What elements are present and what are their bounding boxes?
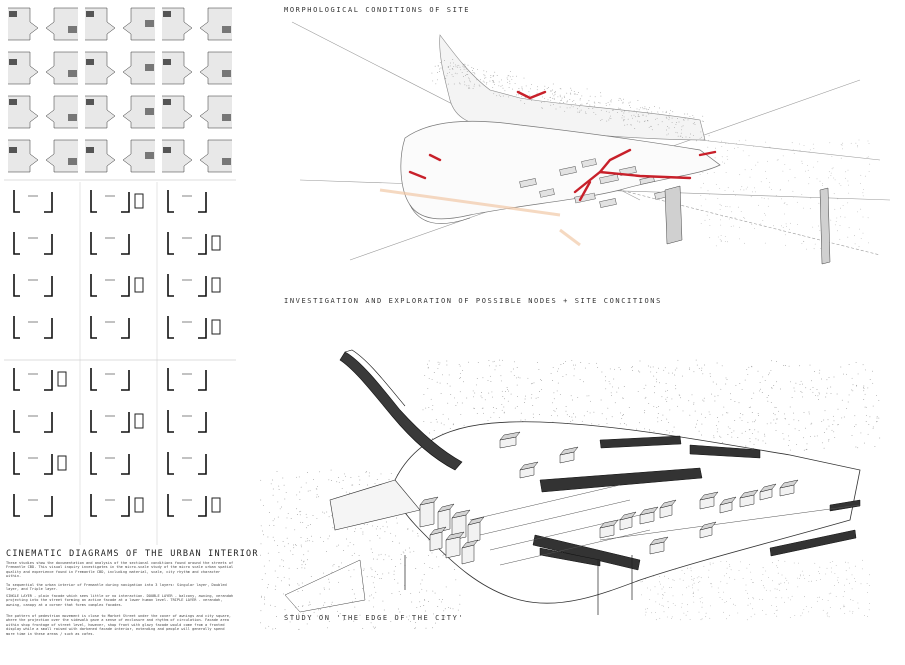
building-block (659, 504, 673, 519)
wall-plan-diagram (167, 368, 207, 391)
wall-plan-diagram (13, 494, 53, 517)
building-block (779, 484, 795, 497)
wall-plan-diagram (13, 232, 53, 255)
building-block (429, 531, 443, 552)
section-diagram-grid (4, 7, 236, 545)
street-section-thumbnail (8, 139, 78, 173)
wall-plan-diagram (167, 494, 221, 517)
river-stipple (439, 34, 706, 141)
edge-study-caption: STUDY ON 'THE EDGE OF THE CITY' (284, 614, 465, 622)
wall-plan-diagram (90, 494, 144, 517)
investigation-caption: INVESTIGATION AND EXPLORATION OF POSSIBL… (284, 297, 662, 305)
building-block (559, 451, 575, 464)
street-section-thumbnail (85, 139, 155, 173)
building-block (739, 494, 755, 508)
wall-plan-diagram (167, 452, 207, 475)
wall-plan-diagram (13, 190, 53, 213)
street-section-thumbnail (8, 7, 78, 41)
street-section-thumbnail (85, 95, 155, 129)
wall-plan-diagram (90, 410, 144, 433)
wall-plan-diagram (167, 410, 207, 433)
layer-definitions-paragraph: SINGLE LAYER - plain facade which sees l… (6, 594, 234, 607)
building-block (619, 516, 633, 531)
street-section-thumbnail (162, 7, 232, 41)
building-block (445, 536, 461, 559)
cinematic-diagrams-title: CINEMATIC DIAGRAMS OF THE URBAN INTERIOR (6, 549, 259, 559)
wall-plan-diagram (167, 274, 221, 297)
building-block (639, 511, 655, 525)
wall-plan-diagram (167, 232, 221, 255)
building-block (699, 526, 713, 539)
building-block (467, 521, 481, 544)
wall-plan-diagram (167, 190, 207, 213)
street-section-thumbnail (162, 95, 232, 129)
street-section-thumbnail (162, 139, 232, 173)
wall-plan-diagram (90, 452, 130, 475)
pedestrian-movement-paragraph: The pattern of pedestrian movement is cl… (6, 614, 232, 636)
wall-plan-diagram (13, 410, 53, 433)
building-block (499, 436, 517, 449)
building-block (759, 488, 773, 501)
wall-plan-diagram (167, 316, 221, 339)
building-block (461, 544, 475, 565)
street-section-thumbnail (8, 95, 78, 129)
street-section-thumbnail (8, 51, 78, 85)
wall-plan-diagram (13, 274, 53, 297)
street-section-thumbnail (85, 7, 155, 41)
wall-plan-diagram (13, 316, 53, 339)
intro-paragraph: These studies show the documentation and… (6, 561, 234, 579)
wall-plan-diagram (90, 316, 130, 339)
building-block (599, 524, 615, 539)
building-block (419, 501, 435, 528)
wall-plan-diagram (90, 190, 144, 213)
wall-plan-diagram (13, 452, 67, 475)
wall-plan-diagram (13, 368, 67, 391)
building-block (519, 466, 535, 479)
wall-plan-diagram (90, 232, 130, 255)
building-block (649, 541, 665, 555)
cinematic-diagrams-panel: CINEMATIC DIAGRAMS OF THE URBAN INTERIOR… (0, 0, 258, 665)
building-block (719, 501, 733, 514)
building-block (451, 514, 467, 541)
wall-plan-diagram (90, 368, 130, 391)
building-block (699, 496, 715, 510)
wall-plan-diagram (90, 274, 144, 297)
layers-paragraph: To sequential the urban interior of Frem… (6, 583, 227, 592)
street-section-thumbnail (162, 51, 232, 85)
building-block (437, 508, 451, 533)
street-section-thumbnail (85, 51, 155, 85)
morphological-caption: MORPHOLOGICAL CONDITIONS OF SITE (284, 6, 471, 14)
